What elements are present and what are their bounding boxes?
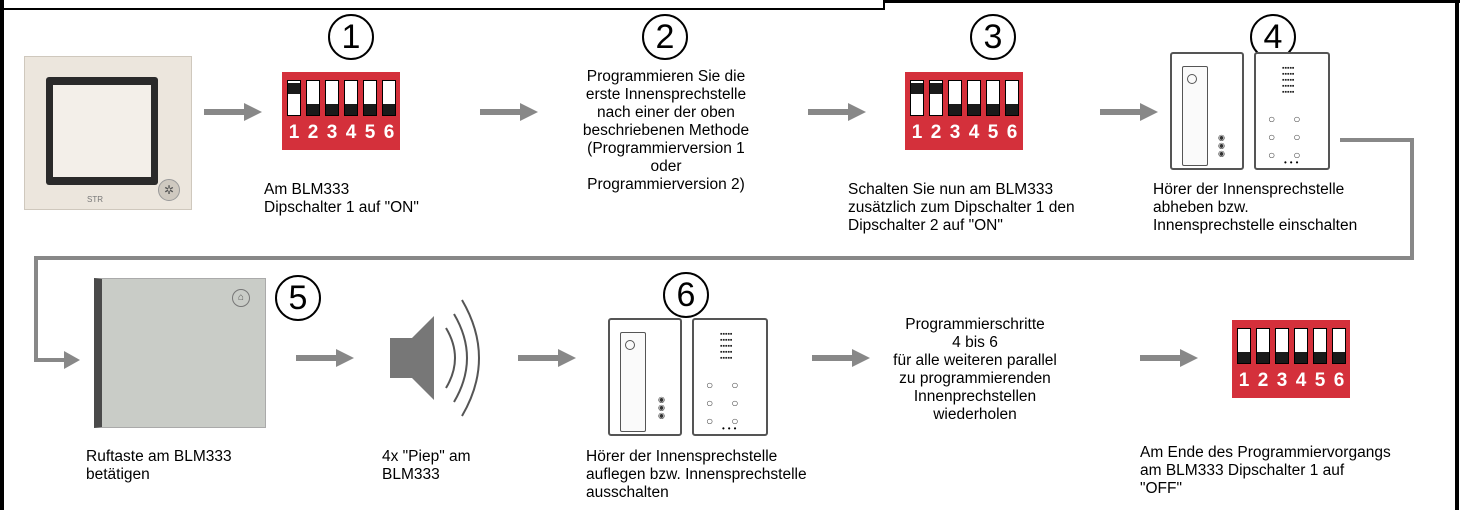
dip-label: 1 (1238, 370, 1250, 391)
frame-top-box (0, 0, 885, 10)
dip-label: 1 (911, 122, 923, 143)
arrow-right-icon (1140, 349, 1198, 367)
step-number-1: 1 (328, 14, 374, 60)
dip-label: 5 (364, 122, 376, 143)
dip-label: 2 (930, 122, 942, 143)
arrow-right-icon (808, 103, 866, 121)
dip-label: 6 (1006, 122, 1018, 143)
step-number-2: 2 (642, 14, 688, 60)
brand-label: STR (87, 195, 103, 204)
arrow-right-icon (296, 349, 354, 367)
dip-label: 3 (1276, 370, 1288, 391)
light-button-icon: ✲ (158, 179, 180, 201)
step-number-5: 5 (275, 275, 321, 321)
intercom-speaker-panel: ▪▪▪▪▪▪▪▪▪▪▪▪▪▪▪▪▪▪▪▪▪▪▪▪▪ ○○○○○○ ••• (692, 318, 768, 436)
dip-label: 4 (968, 122, 980, 143)
arrow-right-icon (518, 349, 576, 367)
dip-label: 1 (288, 122, 300, 143)
dip-switch-3: 1 2 3 4 5 6 (905, 72, 1023, 150)
intercom-handset-image: ◉◉◉ (608, 318, 682, 436)
intercom-handset-image: ◉◉◉ (1170, 52, 1244, 170)
frame-top-border (885, 0, 1460, 3)
step-number-3: 3 (970, 14, 1016, 60)
step-number-6: 6 (663, 272, 709, 318)
dip-label: 3 (949, 122, 961, 143)
frame-right-border (1455, 0, 1459, 510)
frame-left-border (0, 0, 4, 510)
dip-switch-final: 1 2 3 4 5 6 (1232, 320, 1350, 398)
arrow-right-icon (480, 103, 538, 121)
blm333-device-image: STR ✲ (24, 56, 192, 210)
dip-label: 3 (326, 122, 338, 143)
bell-icon: ⌂ (232, 289, 250, 307)
call-button-device-image: ⌂ (94, 278, 266, 428)
arrow-right-icon (812, 349, 870, 367)
intercom-speaker-panel: ▪▪▪▪▪▪▪▪▪▪▪▪▪▪▪▪▪▪▪▪▪▪▪▪▪ ○○○○○○ ••• (1254, 52, 1330, 170)
dip-label: 4 (1295, 370, 1307, 391)
dip-label: 5 (987, 122, 999, 143)
arrow-right-icon (1100, 103, 1158, 121)
dip-label: 6 (1333, 370, 1345, 391)
speaker-icon (390, 299, 480, 417)
dip-label: 5 (1314, 370, 1326, 391)
dip-label: 6 (383, 122, 395, 143)
arrow-right-icon (204, 103, 262, 121)
dip-switch-1: 1 2 3 4 5 6 (282, 72, 400, 150)
dip-label: 4 (345, 122, 357, 143)
dip-label: 2 (307, 122, 319, 143)
dip-label: 2 (1257, 370, 1269, 391)
